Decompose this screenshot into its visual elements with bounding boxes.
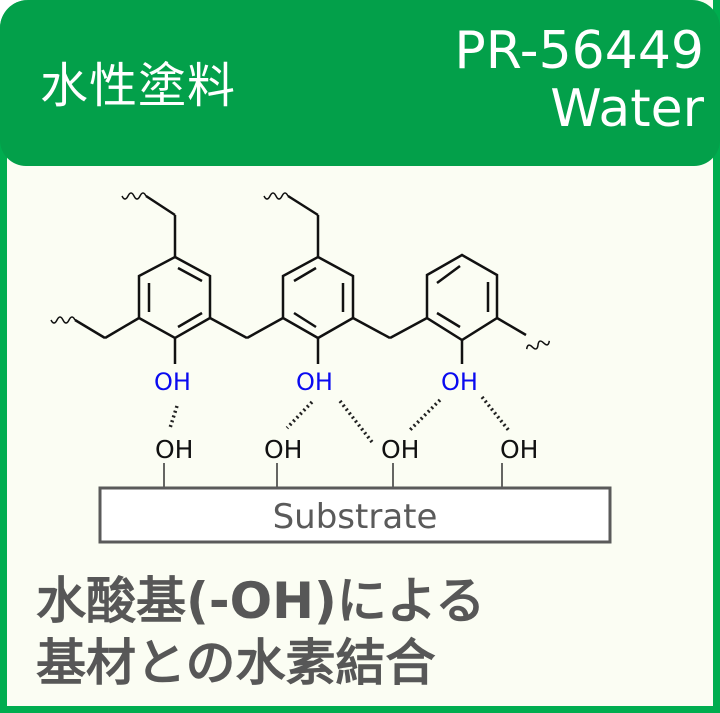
- header-banner: 水性塗料 PR-56449 Water: [0, 0, 720, 166]
- polymer-oh-label: OH: [441, 368, 478, 396]
- page-title: 水性塗料: [40, 58, 237, 114]
- product-type: Water: [550, 79, 704, 139]
- product-info: PR-56449 Water: [454, 22, 704, 138]
- caption-line-2: 基材との水素結合: [36, 634, 436, 692]
- substrate-oh-label: OH: [500, 435, 538, 464]
- substrate-oh-label: OH: [381, 435, 419, 464]
- substrate-oh-label: OH: [155, 435, 193, 464]
- substrate-label: Substrate: [273, 497, 438, 537]
- hydrogen-bonds: [168, 395, 512, 444]
- polymer-oh-label: OH: [154, 368, 191, 396]
- polymer-structure: [50, 192, 551, 364]
- substrate-bonds: [163, 463, 503, 488]
- caption: 水酸基(-OH)による 基材との水素結合: [36, 570, 485, 694]
- substrate-oh-label: OH: [264, 435, 302, 464]
- substrate-oh-groups: OH OH OH OH: [155, 435, 538, 464]
- substrate-box: [98, 486, 612, 544]
- polymer-oh-groups: OH OH OH: [154, 368, 478, 396]
- product-code: PR-56449: [454, 21, 704, 81]
- caption-line-1: 水酸基(-OH)による: [36, 572, 486, 630]
- polymer-oh-label: OH: [296, 368, 333, 396]
